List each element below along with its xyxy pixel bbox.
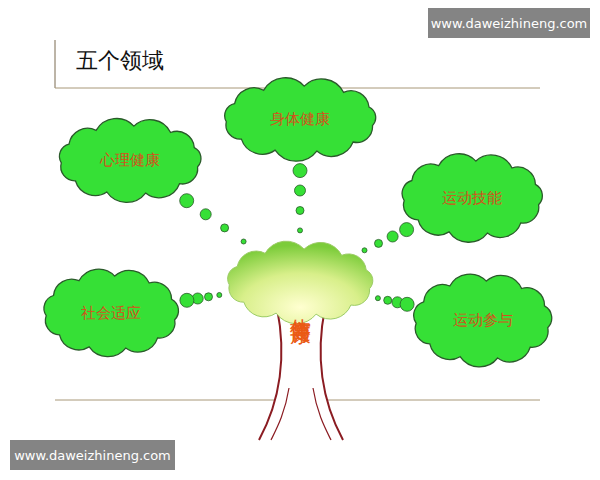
cloud-label: 社会适应: [35, 265, 187, 360]
bubble-dot: [192, 293, 203, 304]
bubble-dot: [392, 297, 403, 308]
bubble-connector: [180, 194, 246, 244]
bubble-connector: [293, 164, 307, 233]
cloud-label: 心理健康: [50, 115, 210, 205]
trunk-label: 体育与健康: [289, 302, 312, 307]
bubble-dot: [400, 297, 414, 311]
diagram-title: 五个领域: [76, 46, 164, 76]
bubble-dot: [221, 224, 229, 232]
bubble-dot: [296, 207, 304, 215]
bubble-dot: [205, 293, 213, 301]
bubble-dot: [200, 209, 211, 220]
bubble-dot: [180, 293, 194, 307]
cloud-node: 运动技能: [393, 150, 551, 245]
bubble-dot: [387, 231, 398, 242]
trunk-line: [321, 308, 343, 440]
trunk-line: [259, 308, 281, 440]
trunk-line: [271, 388, 289, 440]
cloud-node: 身体健康: [215, 75, 385, 163]
cloud-node: 心理健康: [50, 115, 210, 205]
bubble-dot: [375, 239, 383, 247]
bubble-dot: [400, 223, 414, 237]
trunk-fill: [259, 308, 343, 440]
bubble-connector: [362, 223, 414, 253]
bubble-connector: [375, 296, 414, 312]
bubble-dot: [362, 248, 367, 253]
trunk-line: [313, 388, 331, 440]
cloud-node: 社会适应: [35, 265, 187, 360]
bubble-dot: [375, 296, 380, 301]
watermark: www.daweizhineng.com: [428, 8, 590, 38]
bubble-connector: [180, 293, 222, 308]
frame-line: [55, 40, 56, 88]
bubble-dot: [241, 239, 246, 244]
cloud-label: 运动参与: [405, 270, 560, 370]
tree-crown: [228, 241, 373, 324]
cloud-node: 运动参与: [405, 270, 560, 370]
bubble-dot: [293, 164, 307, 178]
bubble-dot: [384, 296, 392, 304]
bubble-dot: [298, 228, 303, 233]
bubble-dot: [217, 293, 222, 298]
tree-node: 体育与健康: [215, 238, 385, 440]
watermark: www.daweizhineng.com: [10, 440, 175, 470]
tree-shape: [215, 238, 385, 440]
bubble-dot: [295, 185, 306, 196]
cloud-label: 身体健康: [215, 75, 385, 163]
bubble-dot: [180, 194, 194, 208]
cloud-label: 运动技能: [393, 150, 551, 245]
